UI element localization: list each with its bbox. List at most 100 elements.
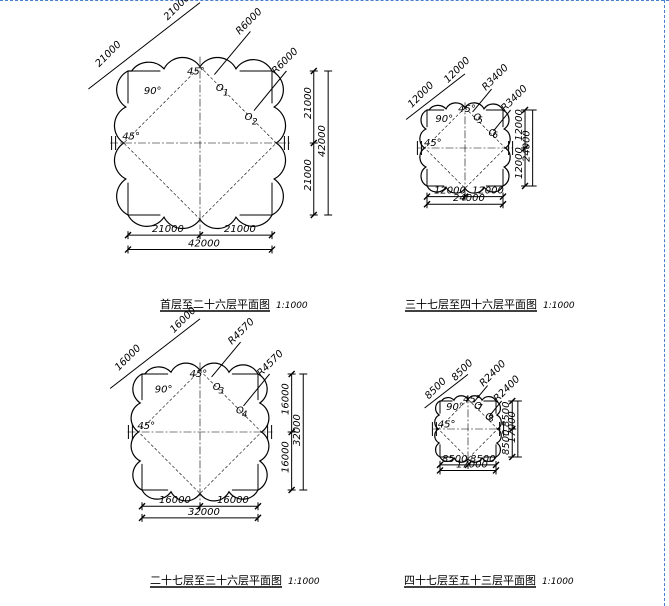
dim-slash-half-2 xyxy=(268,231,276,239)
angle-label-top: 45° xyxy=(458,104,476,115)
center-label-right-sub: 4 xyxy=(242,410,248,420)
radius-label-top: R4570 xyxy=(226,316,257,347)
dim-slash-half-1 xyxy=(461,193,469,201)
dim-text-right-upper: 16000 xyxy=(281,383,292,415)
diag-dim-line xyxy=(109,318,201,389)
dim-slash-total-1 xyxy=(492,466,500,474)
angle-label-left: 45° xyxy=(438,420,456,431)
corner-bottom-right xyxy=(485,168,504,187)
center-label-right: O xyxy=(485,412,493,423)
dim-slash-total-1 xyxy=(254,514,262,522)
dim-slash-total-1 xyxy=(268,246,276,254)
radius-leader-top xyxy=(473,385,488,403)
dim-text-right-upper: 12000 xyxy=(514,109,525,141)
dim-text-total-bottom: 32000 xyxy=(188,507,220,518)
dim-text-total-bottom: 24000 xyxy=(453,193,485,204)
dim-slash-right-2 xyxy=(508,453,516,461)
plan-scale: 1:1000 xyxy=(276,301,308,311)
radius-leader-right xyxy=(493,109,511,132)
dim-slash-right-1 xyxy=(521,144,529,152)
floor-plan-4 xyxy=(404,374,536,588)
angle-label-top: 45° xyxy=(190,369,208,380)
diag-dim-text-2: 21000 xyxy=(162,0,192,23)
center-label-top: O xyxy=(216,83,224,94)
dim-text-right-total: 17000 xyxy=(507,411,518,443)
floor-plan-3 xyxy=(109,318,308,588)
corner-bottom-left xyxy=(127,182,161,216)
radius-leader-top xyxy=(211,341,241,378)
dim-slash-right-2 xyxy=(288,486,296,494)
corner-top-left xyxy=(141,373,169,401)
angle-label-corner: 90° xyxy=(144,86,162,97)
diag-dim-text-1: 12000 xyxy=(406,80,436,110)
corner-bottom-left xyxy=(426,168,445,187)
dim-text-total-bottom: 17000 xyxy=(456,459,488,470)
radius-leader-right xyxy=(243,373,270,407)
center-label-right: O xyxy=(245,112,253,123)
dim-slash-half-0 xyxy=(423,193,431,201)
dim-text-right-total: 24000 xyxy=(522,130,533,162)
radius-leader-top xyxy=(214,31,251,75)
dim-text-right-total: 42000 xyxy=(317,125,328,157)
dim-slash-half-2 xyxy=(254,502,262,510)
angle-label-corner: 90° xyxy=(435,114,453,125)
center-label-right: O xyxy=(236,405,244,416)
dim-text-right-lower: 8500 xyxy=(501,430,512,455)
diag-dim-line xyxy=(88,2,201,90)
corner-top-left xyxy=(439,400,453,414)
radius-leader-top xyxy=(472,88,492,113)
corner-top-left xyxy=(426,109,445,128)
plan-scale: 1:1000 xyxy=(542,577,574,587)
dim-text-right-lower: 12000 xyxy=(514,147,525,179)
dim-text-half-left: 16000 xyxy=(159,495,191,506)
plan-scale: 1:1000 xyxy=(288,577,320,587)
diag-dim-text-1: 16000 xyxy=(113,343,143,373)
dim-slash-half-0 xyxy=(124,231,132,239)
radius-leader-right xyxy=(488,400,502,417)
dim-text-right-lower: 21000 xyxy=(303,159,314,191)
plan-title: 四十七层至五十三层平面图 xyxy=(404,573,536,587)
corner-bottom-right xyxy=(483,444,497,458)
dim-slash-right-0 xyxy=(310,67,318,75)
plan-scale: 1:1000 xyxy=(543,301,575,311)
diag-dim-line xyxy=(424,374,469,409)
dim-slash-right-1 xyxy=(310,139,318,147)
radius-label-right: R2400 xyxy=(492,374,523,405)
diag-dim-line xyxy=(405,73,466,120)
center-label-right-sub: 2 xyxy=(252,117,258,127)
dim-slash-right-1 xyxy=(288,428,296,436)
dim-slash-total-1 xyxy=(499,200,507,208)
dim-slash-total-0 xyxy=(423,200,431,208)
dim-text-half-left: 12000 xyxy=(434,186,466,197)
angle-label-left: 45° xyxy=(122,131,140,142)
dim-text-half-right: 21000 xyxy=(224,224,256,235)
corner-bottom-right xyxy=(231,463,259,491)
dim-slash-right-2 xyxy=(521,182,529,190)
dim-text-half-left: 8500 xyxy=(442,454,467,465)
dim-slash-right-0 xyxy=(508,397,516,405)
dim-text-right-upper: 8500 xyxy=(501,402,512,427)
dim-slash-total-0 xyxy=(124,246,132,254)
center-label-top-sub: 3 xyxy=(219,387,225,397)
center-label-right: O xyxy=(489,128,497,139)
diag-dim-text-2: 8500 xyxy=(450,358,476,384)
dim-slash-right-0 xyxy=(521,106,529,114)
dim-slash-half-1 xyxy=(196,502,204,510)
center-label-right-sub: 6 xyxy=(492,131,498,141)
dim-text-total-bottom: 42000 xyxy=(188,239,220,250)
dim-slash-half-0 xyxy=(138,502,146,510)
corner-bottom-right xyxy=(239,182,273,216)
diag-dim-text-2: 12000 xyxy=(442,55,472,85)
corner-top-right xyxy=(239,70,273,104)
angle-label-left: 45° xyxy=(137,421,155,432)
center-label-top: O xyxy=(473,113,481,124)
angle-label-top: 45° xyxy=(187,67,205,78)
radius-label-right: R4570 xyxy=(255,348,286,379)
center-label-right-sub: 8 xyxy=(488,415,494,425)
corner-top-right xyxy=(483,400,497,414)
center-label-top: O xyxy=(213,382,221,393)
radius-leader-right xyxy=(253,70,287,111)
corner-top-right xyxy=(485,109,504,128)
corner-bottom-left xyxy=(439,444,453,458)
